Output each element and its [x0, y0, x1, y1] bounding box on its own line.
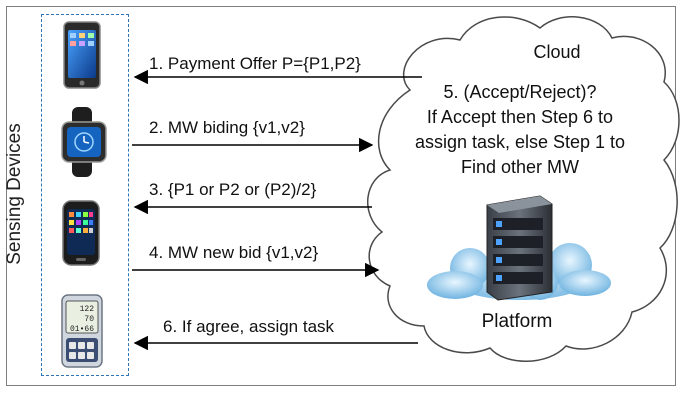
- smartphone-icon: [63, 21, 101, 89]
- cloud-title: Cloud: [533, 42, 581, 62]
- platform-label: Platform: [481, 311, 553, 332]
- step-3-label: 3. {P1 or P2 or (P2)/2}: [149, 180, 317, 199]
- decision-line: 5. (Accept/Reject)?: [443, 82, 597, 102]
- smartwatch-icon: [61, 107, 107, 177]
- meter-reading-1: 122: [80, 305, 95, 314]
- decision-line: assign task, else Step 1 to: [414, 132, 626, 152]
- step-1-label: 1. Payment Offer P={P1,P2}: [149, 54, 361, 73]
- decision-line: If Accept then Step 6 to: [426, 107, 614, 127]
- step-6-label: 6. If agree, assign task: [163, 317, 335, 336]
- decision-line: Find other MW: [460, 157, 580, 177]
- sensing-devices-label: Sensing Devices: [4, 123, 25, 265]
- step-4-label: 4. MW new bid {v1,v2}: [149, 243, 319, 262]
- cloud-shape: [367, 16, 680, 362]
- phone-icon: [62, 200, 100, 266]
- step-2-label: 2. MW biding {v1,v2}: [149, 118, 305, 137]
- sensing-devices-box: [41, 14, 129, 376]
- handheld-meter-icon: 122 70 01•66: [61, 294, 103, 368]
- decision-text: 5. (Accept/Reject)? If Accept then Step …: [400, 80, 640, 180]
- meter-reading-2: 70: [84, 315, 94, 324]
- meter-reading-3: 01•66: [70, 325, 94, 334]
- server-icon: [427, 195, 611, 301]
